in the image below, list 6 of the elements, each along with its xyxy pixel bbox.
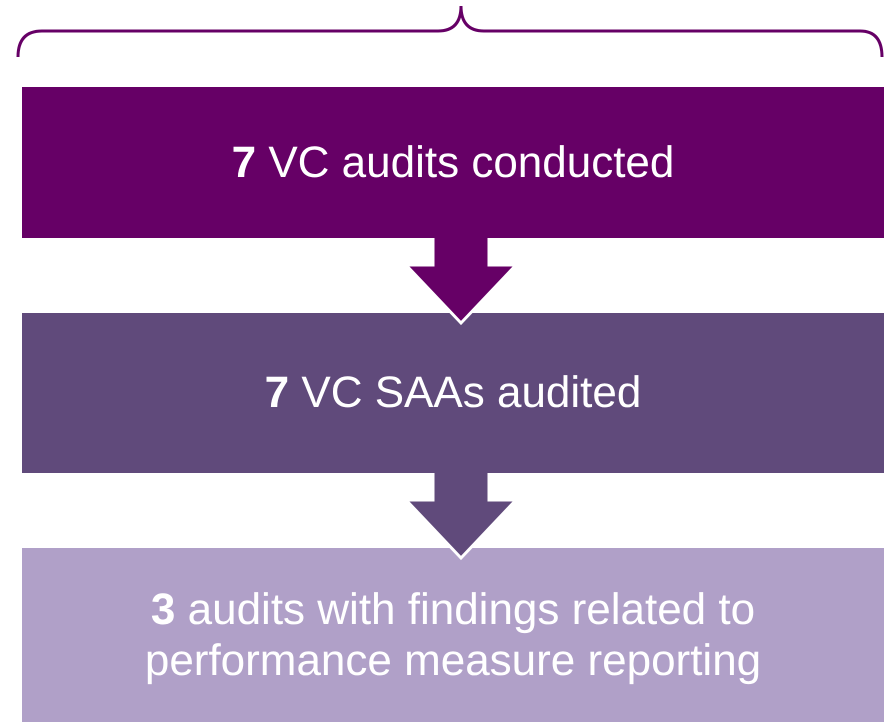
box-text: 7 VC audits conducted — [232, 136, 674, 188]
box-text: 7 VC SAAs audited — [264, 367, 642, 419]
process-box — [22, 313, 884, 473]
box-text: 3 audits with findings related to performance measure reporting — [144, 584, 762, 686]
process-box — [22, 548, 884, 722]
process-box — [22, 87, 884, 238]
